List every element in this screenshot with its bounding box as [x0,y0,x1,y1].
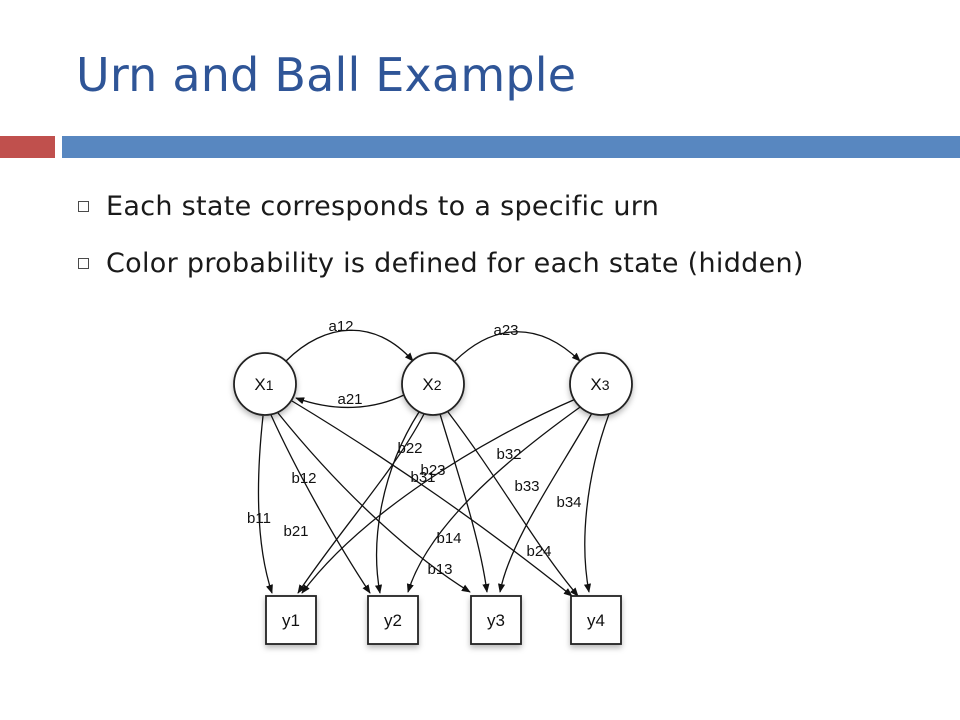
transition-edge-x1-x2 [285,329,414,362]
emission-edge-x1-y3 [277,412,471,593]
emission-edge-x2-y1 [297,413,425,594]
nodes-layer: X1 X2 X3 y1 y2 y3 y4 [233,352,633,645]
emission-label-b12: b12 [291,470,316,487]
transition-label-a23: a23 [493,322,518,339]
observation-label: y4 [587,611,605,630]
emission-edge-x2-y3 [439,413,490,593]
state-label: X3 [590,375,609,394]
emission-edge-x1-y1 [257,415,273,594]
observation-label: y1 [282,611,300,630]
emission-edge-x3-y2 [406,404,584,593]
transition-edge-x2-x1 [295,394,405,409]
bullet-list: Each state corresponds to a specific urn… [78,178,804,292]
emission-edge-x2-y2 [374,411,420,594]
observation-node-y1: y1 [265,595,317,645]
emission-label-b21: b21 [283,523,308,540]
state-label: X2 [422,375,441,394]
emission-label-b22: b22 [397,440,422,457]
slide-title: Urn and Ball Example [76,48,577,102]
emission-edge-x1-y2 [270,414,371,594]
emission-edge-x3-y4 [583,413,610,593]
square-bullet-icon [78,258,89,269]
emission-label-b31: b31 [410,469,435,486]
observation-node-y3: y3 [470,595,522,645]
bullet-item: Color probability is defined for each st… [78,235,804,292]
bullet-text: Color probability is defined for each st… [106,248,804,279]
emission-label-b32: b32 [496,446,521,463]
emission-edge-x3-y3 [498,412,593,593]
title-rule-bar [62,136,960,158]
edge-labels-layer: a12 a21 a23 b11 b12 b13 b14 b21 b22 b23 b24 b31 b32 b… [247,318,581,578]
bullet-item: Each state corresponds to a specific urn [78,178,804,235]
emission-label-b23: b23 [420,462,445,479]
observation-label: y3 [487,611,505,630]
emission-label-b13: b13 [427,561,452,578]
state-label: X1 [254,375,273,394]
observation-node-y2: y2 [367,595,419,645]
bullet-text: Each state corresponds to a specific urn [106,191,660,222]
observation-node-y4: y4 [570,595,622,645]
transition-label-a21: a21 [337,391,362,408]
observation-label: y2 [384,611,402,630]
emission-label-b14: b14 [436,530,461,547]
state-node-x3: X3 [569,352,633,416]
emission-label-b34: b34 [556,494,581,511]
transition-label-a12: a12 [328,318,353,335]
edges-layer [257,329,610,597]
state-node-x2: X2 [401,352,465,416]
emission-edge-x2-y4 [447,411,579,597]
emission-label-b24: b24 [526,543,551,560]
emission-label-b11: b11 [247,510,271,527]
emission-edge-x3-y1 [301,397,579,594]
state-node-x1: X1 [233,352,297,416]
square-bullet-icon [78,201,89,212]
emission-edge-x1-y4 [291,400,573,597]
title-accent-bar [0,136,55,158]
transition-edge-x2-x3 [454,331,581,362]
emission-label-b33: b33 [514,478,539,495]
